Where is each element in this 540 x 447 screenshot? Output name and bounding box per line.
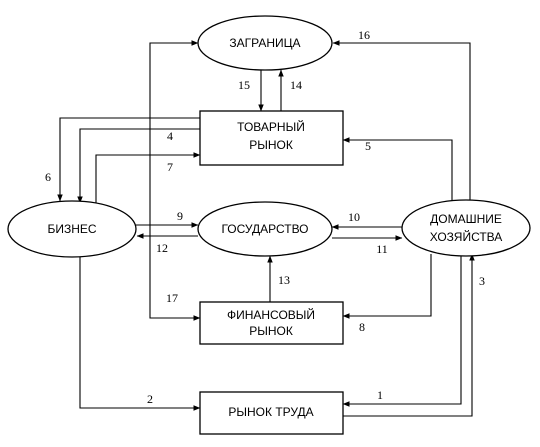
- node-tovarny-label-1: ТОВАРНЫЙ: [237, 119, 305, 134]
- edge-16: 16: [332, 28, 471, 200]
- edge-label-8: 8: [359, 320, 365, 334]
- node-trud-label: РЫНОК ТРУДА: [228, 405, 313, 419]
- edge-label-13: 13: [278, 273, 290, 287]
- edge-label-15: 15: [238, 78, 250, 92]
- node-tovarny-label-2: РЫНОК: [249, 138, 293, 152]
- edge-9: 9: [135, 209, 199, 228]
- edge-17: 17: [149, 40, 201, 321]
- edge-1: 1: [342, 252, 462, 407]
- node-domashnie-label-2: ХОЗЯЙСТВА: [430, 229, 503, 244]
- node-zagranitsa: ЗАГРАНИЦА: [197, 15, 333, 71]
- edge-label-11: 11: [376, 242, 388, 256]
- edge-label-2: 2: [147, 392, 153, 406]
- node-domashnie-khozyaystva: ДОМАШНИЕ ХОЗЯЙСТВА: [401, 199, 531, 257]
- edge-label-1: 1: [377, 388, 383, 402]
- node-gosudarstvo-label: ГОСУДАРСТВО: [221, 222, 308, 236]
- edge-5: 5: [342, 137, 453, 202]
- edge-13: 13: [267, 255, 290, 302]
- edge-label-10: 10: [348, 210, 360, 224]
- edge-10: 10: [331, 210, 402, 230]
- edge-12: 12: [136, 233, 198, 255]
- edge-label-14: 14: [290, 78, 302, 92]
- node-domashnie-label-1: ДОМАШНИЕ: [430, 212, 502, 226]
- edge-15: 15: [238, 70, 264, 112]
- edge-label-16: 16: [358, 28, 370, 42]
- node-finansovy-label-2: РЫНОК: [249, 324, 293, 338]
- node-zagranitsa-label: ЗАГРАНИЦА: [229, 36, 300, 50]
- edge-2: 2: [79, 254, 201, 411]
- edge-label-4: 4: [167, 129, 173, 143]
- node-rynok-truda: РЫНОК ТРУДА: [199, 391, 344, 435]
- edge-label-9: 9: [177, 209, 183, 223]
- edge-label-17: 17: [166, 291, 178, 305]
- edge-label-3: 3: [479, 274, 485, 288]
- edge-14: 14: [278, 69, 302, 111]
- node-biznes-label: БИЗНЕС: [47, 222, 96, 236]
- node-gosudarstvo: ГОСУДАРСТВО: [197, 201, 333, 257]
- edge-8: 8: [342, 254, 432, 334]
- edge-label-12: 12: [156, 241, 168, 255]
- edge-label-6: 6: [45, 170, 51, 184]
- node-tovarny-rynok: ТОВАРНЫЙ РЫНОК: [199, 110, 344, 166]
- edge-3: 3: [343, 253, 485, 417]
- node-finansovy-rynok: ФИНАНСОВЫЙ РЫНОК: [199, 301, 344, 345]
- edge-11: 11: [332, 235, 403, 256]
- node-finansovy-label-1: ФИНАНСОВЫЙ: [227, 307, 315, 322]
- edge-6: 6: [45, 117, 200, 202]
- edge-label-7: 7: [167, 160, 173, 174]
- node-biznes: БИЗНЕС: [7, 200, 137, 258]
- edge-label-5: 5: [365, 139, 371, 153]
- edge-4: 4: [77, 128, 200, 204]
- edge-7: 7: [95, 152, 201, 203]
